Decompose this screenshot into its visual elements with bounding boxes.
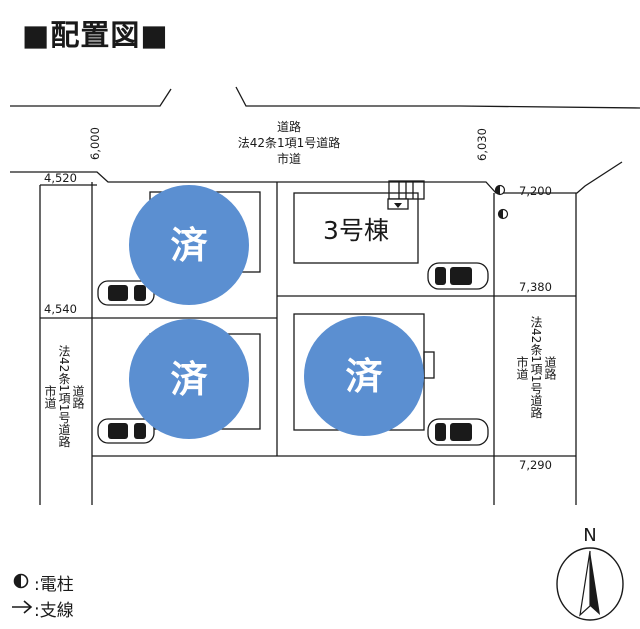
sold-stamp: 済 xyxy=(304,316,424,436)
arrow-icon xyxy=(12,600,33,614)
sold-stamp-label: 済 xyxy=(171,224,209,267)
car-icon xyxy=(97,418,155,444)
legend-pole-label: :電柱 xyxy=(34,575,74,595)
right-road-city: 市道 xyxy=(515,355,529,380)
dimension-right-mid: 7,380 xyxy=(519,280,552,294)
left-road-type: 法42条1項1号道路 xyxy=(57,345,71,449)
dimension-top-left: 6,000 xyxy=(88,127,102,160)
car-icon xyxy=(427,262,489,290)
utility-pole-icon xyxy=(494,184,506,196)
page-title: ■配置図■ xyxy=(22,18,169,52)
top-road-city: 市道 xyxy=(277,151,301,166)
left-road-label: 道路 xyxy=(71,385,85,410)
dimension-top-right: 6,030 xyxy=(475,128,489,161)
sold-stamp-label: 済 xyxy=(171,358,209,401)
car-icon xyxy=(427,418,489,446)
right-road-label: 道路 xyxy=(543,356,557,381)
top-road-type: 法42条1項1号道路 xyxy=(238,135,341,150)
building-3-label: 3号棟 xyxy=(323,216,389,245)
sold-stamp: 済 xyxy=(129,185,249,305)
sold-stamp-label: 済 xyxy=(346,355,384,398)
left-road-city: 市道 xyxy=(43,384,57,409)
legend-guy-label: :支線 xyxy=(34,601,74,621)
dimension-right-top: 7,200 xyxy=(519,184,552,198)
dimension-right-bottom: 7,290 xyxy=(519,458,552,472)
right-road-type: 法42条1項1号道路 xyxy=(529,316,543,420)
sold-stamp: 済 xyxy=(129,319,249,439)
north-compass: N xyxy=(556,525,624,621)
compass-north-label: N xyxy=(583,525,596,546)
utility-pole-icon xyxy=(13,573,29,589)
car-icon xyxy=(97,280,155,306)
utility-pole-icon xyxy=(497,208,509,220)
top-road-label: 道路 xyxy=(277,119,301,134)
entrance-arrow-icon xyxy=(394,203,402,208)
dimension-left-lower: 4,540 xyxy=(44,302,77,316)
dimension-left-upper: 4,520 xyxy=(44,171,77,185)
